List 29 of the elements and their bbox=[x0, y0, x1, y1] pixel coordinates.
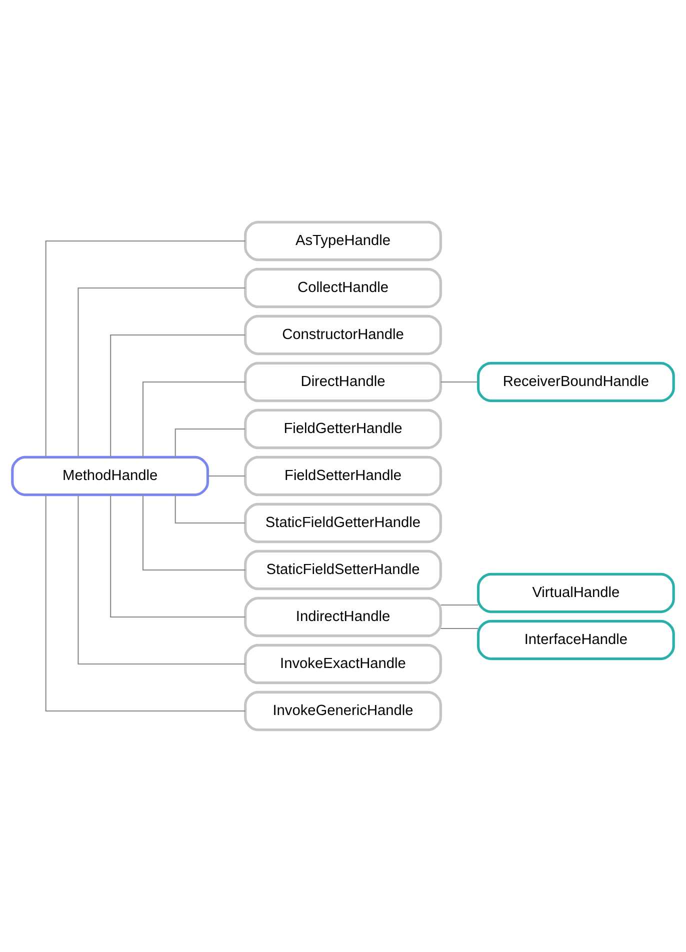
node-box: ReceiverBoundHandle bbox=[476, 362, 675, 402]
connector bbox=[440, 604, 478, 606]
node-box: InterfaceHandle bbox=[476, 620, 675, 660]
node-box: FieldGetterHandle bbox=[244, 408, 442, 450]
node-box: ConstructorHandle bbox=[244, 314, 442, 356]
connector bbox=[142, 495, 246, 571]
connector bbox=[440, 381, 478, 383]
node-box: StaticFieldSetterHandle bbox=[244, 550, 442, 590]
node-box: DirectHandle bbox=[244, 362, 442, 402]
connector bbox=[174, 494, 245, 524]
connector bbox=[78, 287, 246, 457]
connector bbox=[174, 428, 245, 458]
connector bbox=[142, 381, 246, 457]
node-box: FieldSetterHandle bbox=[244, 456, 442, 496]
connector bbox=[45, 494, 246, 712]
connector bbox=[440, 628, 478, 630]
connector bbox=[45, 240, 246, 458]
connector bbox=[110, 334, 246, 457]
node-box: InvokeGenericHandle bbox=[244, 690, 442, 732]
connector bbox=[78, 495, 246, 665]
connector bbox=[208, 475, 246, 477]
connector bbox=[110, 495, 246, 618]
node-box: StaticFieldGetterHandle bbox=[244, 502, 442, 544]
node-box: InvokeExactHandle bbox=[244, 644, 442, 684]
node-box: VirtualHandle bbox=[476, 572, 675, 614]
node-box: AsTypeHandle bbox=[244, 220, 442, 262]
node-box: MethodHandle bbox=[11, 456, 210, 496]
node-box: IndirectHandle bbox=[244, 596, 442, 638]
node-box: CollectHandle bbox=[244, 268, 442, 308]
